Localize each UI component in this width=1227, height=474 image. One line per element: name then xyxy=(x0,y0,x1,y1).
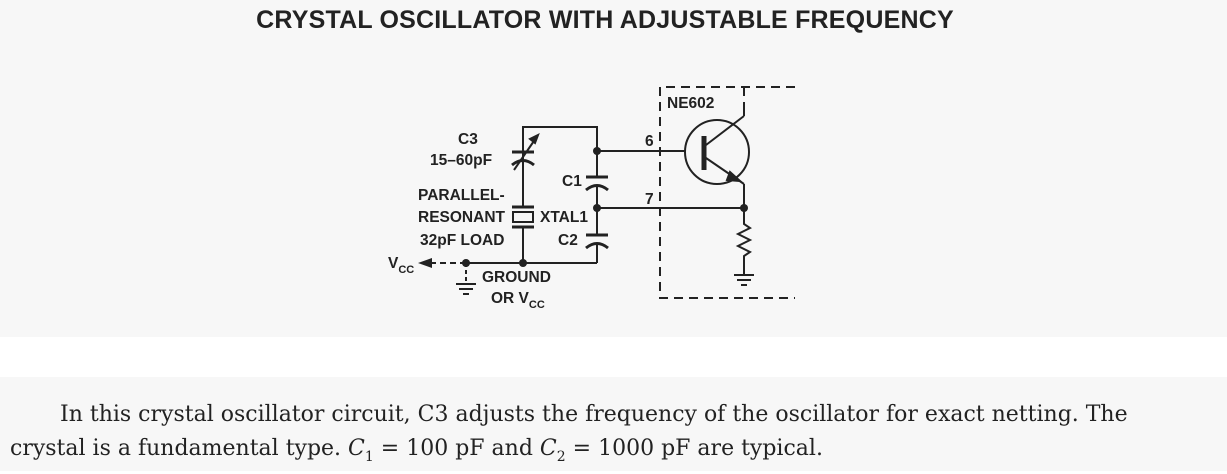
xtal-label: XTAL1 xyxy=(540,209,588,226)
diagram-panel xyxy=(0,0,1227,337)
pin7-label: 7 xyxy=(645,191,654,208)
crystal-desc-1: PARALLEL- xyxy=(418,187,505,204)
variable-capacitor-c3 xyxy=(511,127,540,207)
caption-line-2: crystal is a fundamental type. C1 = 100 … xyxy=(10,436,823,465)
crystal-desc-3: 32pF LOAD xyxy=(420,232,504,249)
ground-label-2: OR VCC xyxy=(491,290,545,311)
pin6-label: 6 xyxy=(645,133,654,150)
capacitor-c1 xyxy=(585,175,609,192)
crystal-desc-2: RESONANT xyxy=(418,209,506,226)
caption-line-1: In this crystal oscillator circuit, C3 a… xyxy=(60,402,1128,427)
vcc-label: VCC xyxy=(388,255,414,276)
ground-icon xyxy=(456,283,476,295)
c3-value: 15–60pF xyxy=(430,152,492,169)
c1-label: C1 xyxy=(562,173,582,190)
transistor-icon xyxy=(684,108,750,208)
c3-label: C3 xyxy=(458,131,478,148)
diagram-title: CRYSTAL OSCILLATOR WITH ADJUSTABLE FREQU… xyxy=(256,6,954,34)
resistor xyxy=(735,208,753,258)
c2-label: C2 xyxy=(558,232,578,249)
figure-caption: In this crystal oscillator circuit, C3 a… xyxy=(10,398,1220,474)
vcc-arrow-icon xyxy=(418,258,432,268)
caption-panel xyxy=(0,377,1227,471)
ground-icon xyxy=(734,258,754,286)
capacitor-c2 xyxy=(585,233,609,250)
ic-label: NE602 xyxy=(667,95,714,112)
circuit-schematic: C3 15–60pF PARALLEL- RESONANT 32pF LOAD … xyxy=(388,86,795,311)
crystal-xtal1 xyxy=(512,205,534,229)
ground-label-1: GROUND xyxy=(482,269,551,286)
wires xyxy=(430,126,744,282)
junction-nodes xyxy=(462,147,748,267)
ne602-ic-outline xyxy=(659,86,795,299)
